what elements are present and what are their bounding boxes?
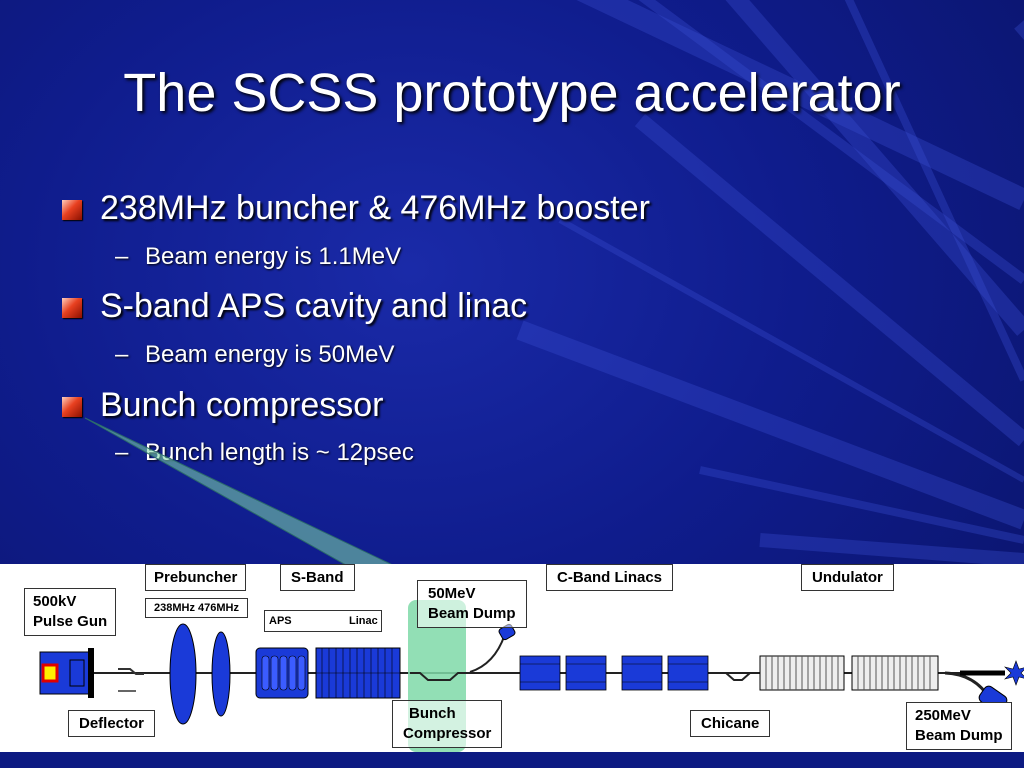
s-band-label: S-Band <box>280 564 355 591</box>
pulse-gun-label: 500kV Pulse Gun <box>24 588 117 636</box>
c-band-linac-shapes <box>519 655 709 691</box>
prebuncher-freqs-label: 238MHz 476MHz <box>145 598 248 618</box>
sub-bullet-text: Beam energy is 50MeV <box>145 341 395 368</box>
dash: – <box>115 243 129 270</box>
bunch-compressor-label: Bunch Compressor <box>392 700 503 748</box>
sub-bullet-3: –Bunch length is ~ 12psec <box>115 439 414 467</box>
light-output-star-icon <box>1004 660 1024 686</box>
booster-476-shape <box>211 631 231 717</box>
sub-bullet-2: –Beam energy is 50MeV <box>115 341 394 369</box>
deflector-label: Deflector <box>68 710 156 737</box>
sub-bullet-text: Beam energy is 1.1MeV <box>145 243 402 270</box>
dump-50-label-line2: Beam Dump <box>428 605 516 622</box>
background-rays <box>516 0 1024 564</box>
dump-250-label-line1: 250MeV <box>915 707 971 724</box>
bullet-square-icon <box>62 200 82 220</box>
bullet-square-icon <box>62 397 82 417</box>
undulator-label: Undulator <box>801 564 894 591</box>
linac-text: Linac <box>349 615 378 627</box>
dump-50-label: 50MeV Beam Dump <box>417 580 527 628</box>
slide-title: The SCSS prototype accelerator <box>123 63 901 123</box>
dump-250-label-line2: Beam Dump <box>915 727 1003 744</box>
c-band-label: C-Band Linacs <box>546 564 674 591</box>
dash: – <box>115 439 129 466</box>
sub-bullet-1: –Beam energy is 1.1MeV <box>115 243 401 271</box>
prebuncher-label: Prebuncher <box>145 564 247 591</box>
aps-text: APS <box>269 615 292 627</box>
bullet-2: S-band APS cavity and linac <box>100 287 528 325</box>
dump-250-label: 250MeV Beam Dump <box>906 702 1012 750</box>
chicane-label: Chicane <box>690 710 771 737</box>
accelerator-diagram: 500kV Pulse Gun Prebuncher 238MHz 476MHz… <box>0 564 1024 752</box>
bullet-3: Bunch compressor <box>100 386 384 424</box>
buncher-238-shape <box>169 623 197 725</box>
pulse-gun-label-line2: Pulse Gun <box>33 613 108 630</box>
bullet-square-icon <box>62 298 82 318</box>
bunch-compressor-line1: Bunch <box>409 705 456 722</box>
bottom-band <box>0 752 1024 768</box>
bunch-compressor-line2: Compressor <box>403 725 492 742</box>
bullet-1: 238MHz buncher & 476MHz booster <box>100 189 650 227</box>
pulse-gun-label-line1: 500kV <box>33 593 77 610</box>
dump-50-label-line1: 50MeV <box>428 585 476 602</box>
aps-linac-label: APS Linac <box>264 610 382 632</box>
sub-bullet-text: Bunch length is ~ 12psec <box>145 439 414 466</box>
undulator-shape-2 <box>851 655 939 691</box>
dash: – <box>115 341 129 368</box>
